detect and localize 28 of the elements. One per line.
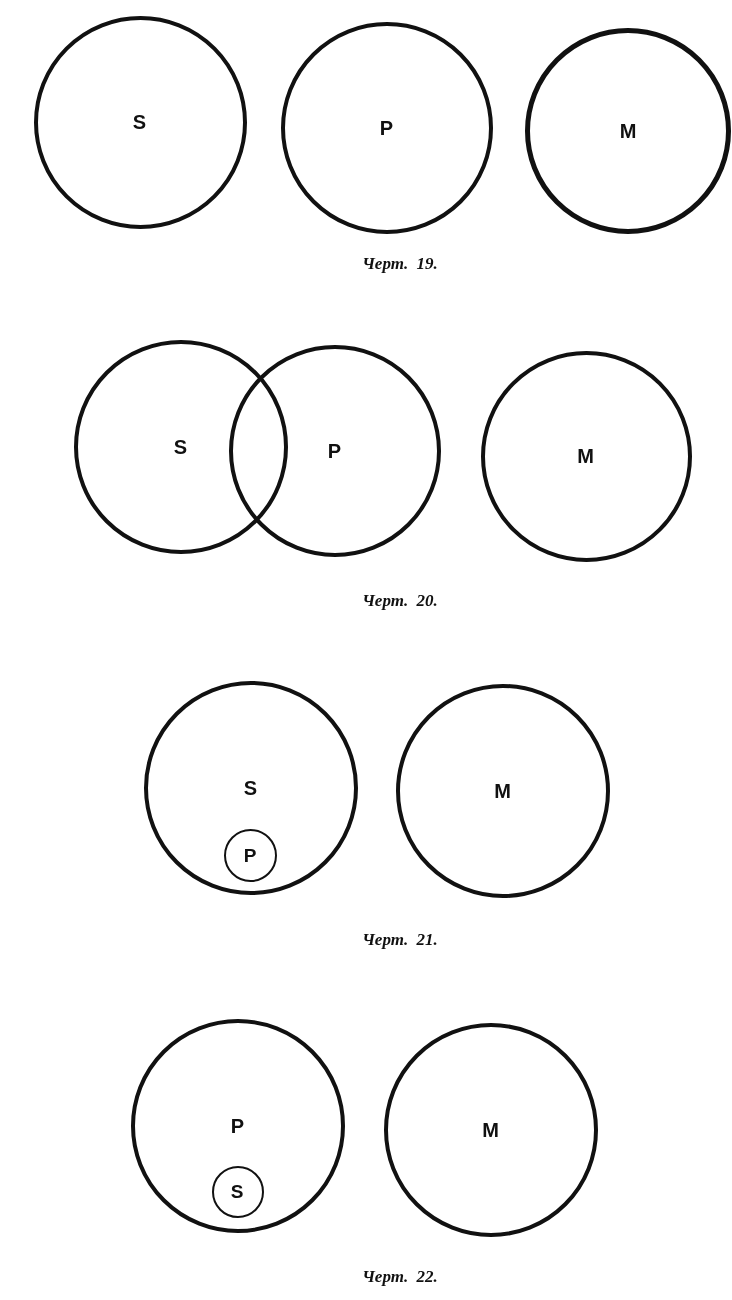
circle-label: S [230, 1181, 244, 1201]
figure-caption: Черт. 20. [362, 591, 438, 609]
circle-label: P [243, 845, 257, 865]
set-circle [396, 684, 610, 898]
set-circle [281, 22, 493, 234]
figure-caption: Черт. 21. [362, 930, 438, 948]
set-circle [131, 1019, 345, 1233]
set-circle [480, 350, 692, 562]
figure-caption: Черт. 22. [362, 1267, 438, 1285]
set-circle [384, 1023, 598, 1237]
set-circle [144, 681, 358, 895]
set-circle [525, 28, 731, 234]
subset-circle [211, 1165, 264, 1218]
circle-label: P [230, 1115, 245, 1136]
set-circle [33, 15, 247, 229]
circle-label: S [243, 777, 258, 798]
circle-label: M [482, 1119, 499, 1140]
subset-circle [224, 829, 277, 882]
circle-label: M [494, 780, 511, 801]
circle-label: S [173, 436, 188, 457]
circle-label: M [619, 121, 637, 141]
figure-caption: Черт. 19. [362, 254, 438, 272]
circle-label: P [379, 117, 394, 138]
circle-label: S [132, 111, 147, 132]
set-circle [229, 345, 441, 557]
circle-label: P [327, 440, 342, 461]
circle-label: M [577, 445, 594, 466]
set-circle [74, 340, 288, 554]
